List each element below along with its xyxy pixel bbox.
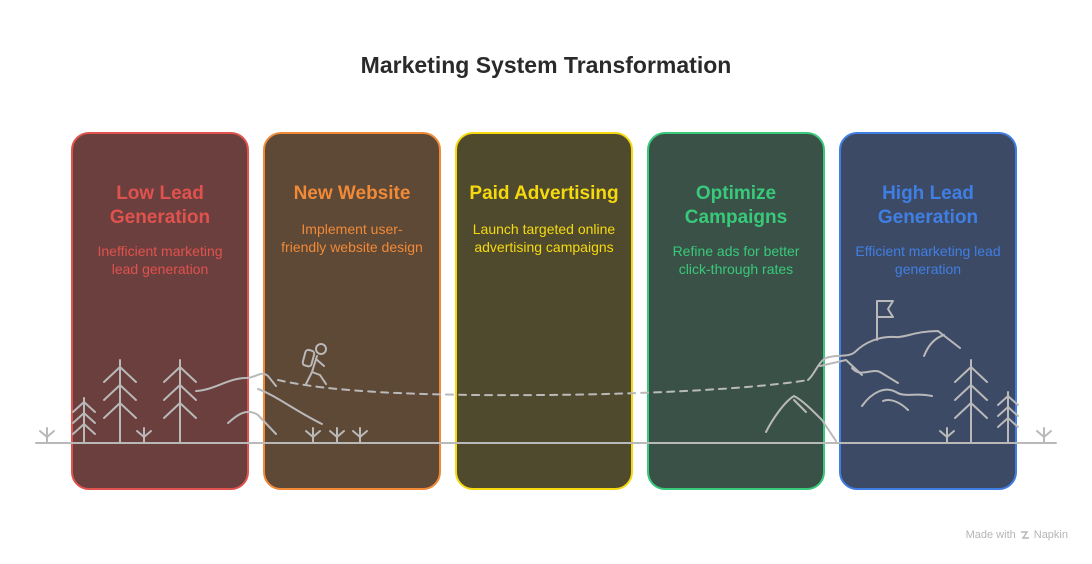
mountain-icon bbox=[195, 372, 323, 435]
stage-card-paid-advertising: Paid Advertising Launch targeted online … bbox=[455, 132, 633, 490]
flag-icon bbox=[876, 300, 894, 341]
stage-description: Launch targeted online advertising campa… bbox=[472, 221, 616, 255]
hiker-icon bbox=[301, 343, 327, 385]
tree-icon bbox=[997, 391, 1019, 444]
stage-description: Implement user-friendly website design bbox=[281, 221, 423, 255]
stage-title: New Website bbox=[293, 183, 411, 204]
journey-path bbox=[277, 379, 809, 397]
stage-card-high-lead-generation: High Lead Generation Efficient marketing… bbox=[839, 132, 1017, 490]
grass-icon bbox=[39, 427, 1052, 444]
footer-text: Made with bbox=[965, 529, 1016, 541]
tree-icon bbox=[954, 359, 988, 444]
stage-description: Inefficient marketing lead generation bbox=[97, 243, 223, 277]
stage-title: Optimize Campaigns bbox=[684, 183, 788, 228]
stage-description: Efficient marketing lead generation bbox=[855, 243, 1001, 277]
stage-title: Paid Advertising bbox=[469, 183, 619, 204]
stage-card-low-lead-generation: Low Lead Generation Inefficient marketin… bbox=[71, 132, 249, 490]
made-with-napkin-label: Made with Napkin bbox=[966, 529, 1068, 541]
stage-title: Low Lead Generation bbox=[109, 183, 211, 228]
stage-card-optimize-campaigns: Optimize Campaigns Refine ads for better… bbox=[647, 132, 825, 490]
stage-card-new-website: New Website Implement user-friendly webs… bbox=[263, 132, 441, 490]
stage-title: High Lead Generation bbox=[877, 183, 979, 228]
tree-icon bbox=[163, 359, 197, 444]
mountain-icon bbox=[765, 330, 961, 442]
footer-brand: Napkin bbox=[1033, 529, 1068, 541]
tree-icon bbox=[103, 359, 137, 444]
napkin-logo-icon bbox=[1020, 531, 1029, 539]
diagram-title: Marketing System Transformation bbox=[360, 52, 732, 78]
tree-icon bbox=[72, 397, 96, 444]
stage-description: Refine ads for better click-through rate… bbox=[672, 243, 800, 277]
